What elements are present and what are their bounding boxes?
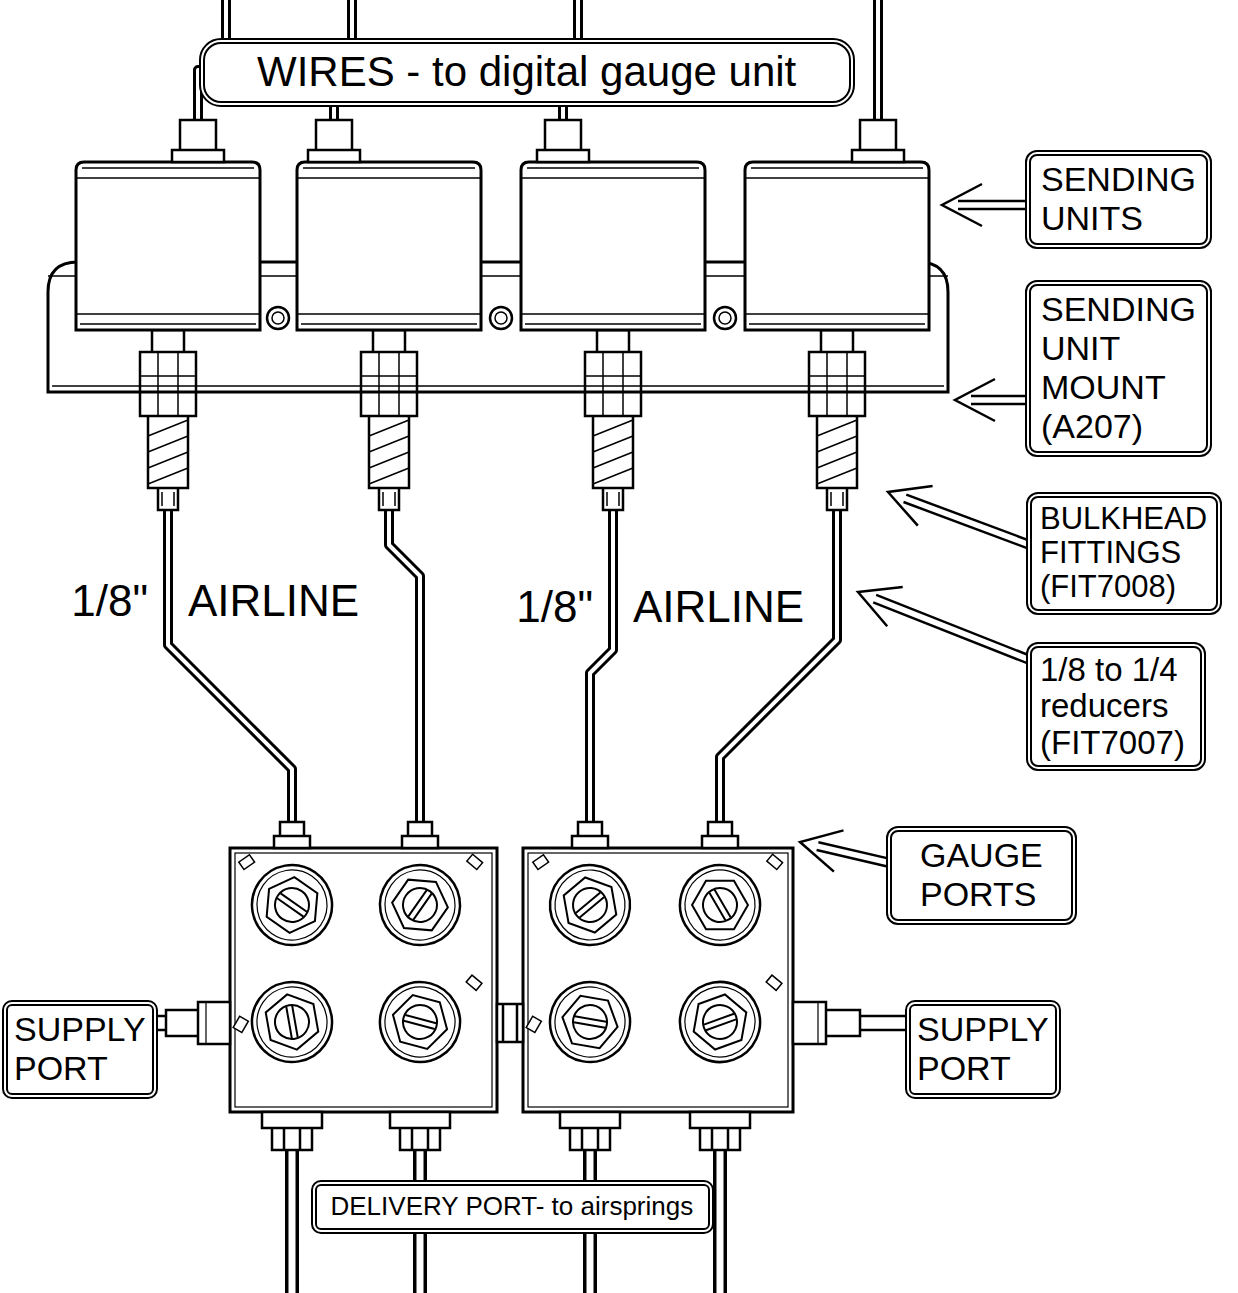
- gauge-ports: [274, 822, 738, 848]
- valve-tag: [233, 1016, 248, 1032]
- bolt-head: [714, 307, 736, 329]
- valve-tags: [233, 854, 782, 1032]
- valve-block: [230, 848, 497, 1112]
- wires: [198, 0, 878, 120]
- bolt-head: [490, 307, 512, 329]
- supply-fitting: [166, 1002, 860, 1044]
- airline-label: 1/8" AIRLINE: [516, 582, 804, 633]
- bulkhead-fittings: [140, 330, 865, 510]
- callout-arrows: [800, 184, 1041, 872]
- valve-knob: [371, 973, 469, 1071]
- valve-tag: [533, 855, 549, 870]
- valve-blocks: [230, 848, 793, 1112]
- delivery-port-fitting: [560, 1112, 620, 1150]
- bolt-head: [267, 307, 289, 329]
- callout-box: BULKHEAD FITTINGS (FIT7008): [1026, 492, 1222, 615]
- airline-outer: [168, 510, 837, 822]
- airlines: [168, 510, 837, 822]
- callout-arrow: [858, 587, 1041, 667]
- callout-text: SENDING UNIT MOUNT (A207): [1041, 290, 1196, 446]
- valve-knob: [364, 849, 475, 960]
- callout-text: SUPPLY PORT: [14, 1010, 145, 1088]
- bolt-head: [495, 312, 507, 324]
- supply-fittings: [150, 1002, 912, 1044]
- delivery-port-fitting: [690, 1112, 750, 1150]
- valve-knobs: [236, 849, 774, 1074]
- callout-arrow: [800, 830, 897, 871]
- callout-arrow: [955, 379, 1032, 421]
- supply-fitting-detail: [206, 1002, 818, 1044]
- sending-unit: [521, 162, 705, 330]
- delivery-tube-inner: [292, 1150, 720, 1293]
- gauge-port-fitting: [274, 822, 310, 848]
- valve-tag: [526, 1016, 541, 1032]
- callout-box: SENDING UNIT MOUNT (A207): [1025, 280, 1212, 457]
- block-coupler: [497, 1004, 523, 1042]
- mount-bolts: [267, 307, 736, 329]
- delivery-tubes: [292, 1150, 720, 1293]
- wire-connector: [172, 120, 904, 162]
- valve-knob: [246, 976, 339, 1069]
- bulkhead-fitting: [809, 330, 865, 510]
- wires-callout: WIRES - to digital gauge unit: [199, 38, 855, 107]
- port-callout: DELIVERY PORT- to airsprings: [311, 1180, 714, 1234]
- callout-text: SUPPLY PORT: [917, 1010, 1048, 1088]
- callout-text: WIRES - to digital gauge unit: [257, 47, 796, 97]
- gauge-port-fitting: [702, 822, 738, 848]
- callout-text: GAUGE PORTS: [920, 836, 1043, 914]
- gauge-port-fitting: [402, 822, 438, 848]
- valve-tag: [767, 854, 783, 869]
- valve-tag: [466, 975, 482, 990]
- valve-knob: [665, 850, 774, 959]
- port-callout: SUPPLY PORT: [2, 1000, 158, 1099]
- delivery-ports: [262, 1112, 750, 1150]
- callout-text: SENDING UNITS: [1041, 160, 1196, 238]
- valve-knob: [236, 849, 347, 960]
- callout-arrow: [888, 486, 1041, 552]
- bolt-head: [272, 312, 284, 324]
- valve-tag: [766, 975, 782, 990]
- valve-knob: [544, 976, 637, 1069]
- bulkhead-fitting: [361, 330, 417, 510]
- sending-units: [76, 120, 929, 330]
- port-callout: SUPPLY PORT: [905, 1000, 1061, 1099]
- delivery-tube-outer: [292, 1150, 720, 1293]
- sending-unit: [76, 162, 260, 330]
- sending-unit: [297, 162, 481, 330]
- callout-box: SENDING UNITS: [1025, 150, 1212, 249]
- bulkhead-fitting: [140, 330, 196, 510]
- airline-inner: [168, 510, 837, 822]
- valve-knob: [534, 849, 647, 962]
- callout-text: 1/8 to 1/4 reducers (FIT7007): [1040, 652, 1192, 761]
- airline-label: 1/8" AIRLINE: [71, 576, 359, 627]
- callout-text: BULKHEAD FITTINGS (FIT7008): [1040, 502, 1207, 604]
- valve-tag: [467, 854, 483, 869]
- callout-box: GAUGE PORTS: [886, 826, 1077, 925]
- callout-box: 1/8 to 1/4 reducers (FIT7007): [1026, 642, 1206, 771]
- valve-tag: [239, 855, 255, 870]
- wire-inner: [198, 0, 878, 120]
- callout-text: DELIVERY PORT- to airsprings: [331, 1191, 694, 1222]
- gauge-port-fitting: [572, 822, 608, 848]
- valve-block: [523, 848, 793, 1112]
- bulkhead-fitting: [585, 330, 641, 510]
- callout-arrow: [942, 184, 1032, 226]
- bolt-head: [719, 312, 731, 324]
- delivery-port-fitting: [262, 1112, 322, 1150]
- wire-outer: [198, 0, 878, 120]
- sending-unit: [745, 162, 929, 330]
- delivery-port-fitting: [390, 1112, 450, 1150]
- valve-knob: [669, 971, 772, 1074]
